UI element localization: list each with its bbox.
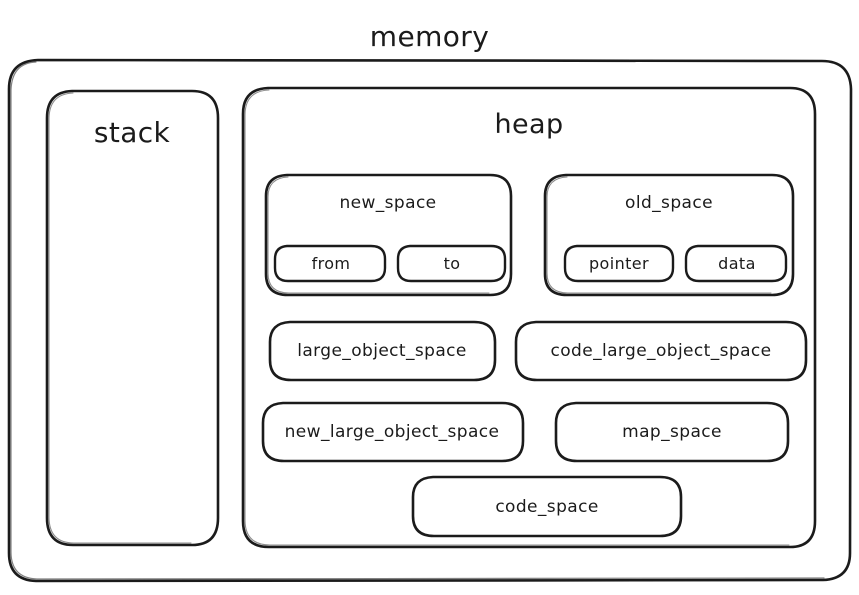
to-box-outline xyxy=(396,244,507,283)
data-label: data xyxy=(718,253,756,273)
old-space-box-outline-sketch xyxy=(546,176,772,294)
large-object-space-box-outline xyxy=(268,320,497,382)
stack-label: stack xyxy=(93,115,171,149)
code-large-object-space-box-outline xyxy=(514,320,808,382)
map-space-box-outline xyxy=(554,401,790,463)
memory-box-outline xyxy=(7,58,853,583)
code-space-box-outline xyxy=(411,475,683,538)
new-large-object-space-label: new_large_object_space xyxy=(284,422,500,442)
old-space-label: old_space xyxy=(625,193,713,213)
pointer-label: pointer xyxy=(588,253,650,273)
large-object-space-label: large_object_space xyxy=(297,341,467,361)
data-box-outline xyxy=(684,244,788,283)
from-label: from xyxy=(311,253,351,273)
map-space-label: map_space xyxy=(622,422,722,442)
memory-box-outline-sketch xyxy=(10,61,825,580)
new-large-object-space-box-outline xyxy=(261,401,525,463)
stack-box-outline xyxy=(45,89,220,547)
from-box-outline xyxy=(273,244,387,283)
new-space-box-outline xyxy=(264,173,513,297)
pointer-box-outline xyxy=(563,244,675,283)
to-label: to xyxy=(443,253,461,273)
code-space-label: code_space xyxy=(495,497,599,517)
heap-label: heap xyxy=(494,108,564,140)
heap-box-outline xyxy=(241,86,817,549)
diagram-title: memory xyxy=(369,19,490,53)
heap-box-outline-sketch xyxy=(244,89,790,546)
new-space-label: new_space xyxy=(339,193,437,213)
old-space-box-outline xyxy=(543,173,795,297)
new-space-box-outline-sketch xyxy=(267,176,490,294)
code-large-object-space-label: code_large_object_space xyxy=(550,341,772,361)
stack-box-outline-sketch xyxy=(48,92,192,544)
